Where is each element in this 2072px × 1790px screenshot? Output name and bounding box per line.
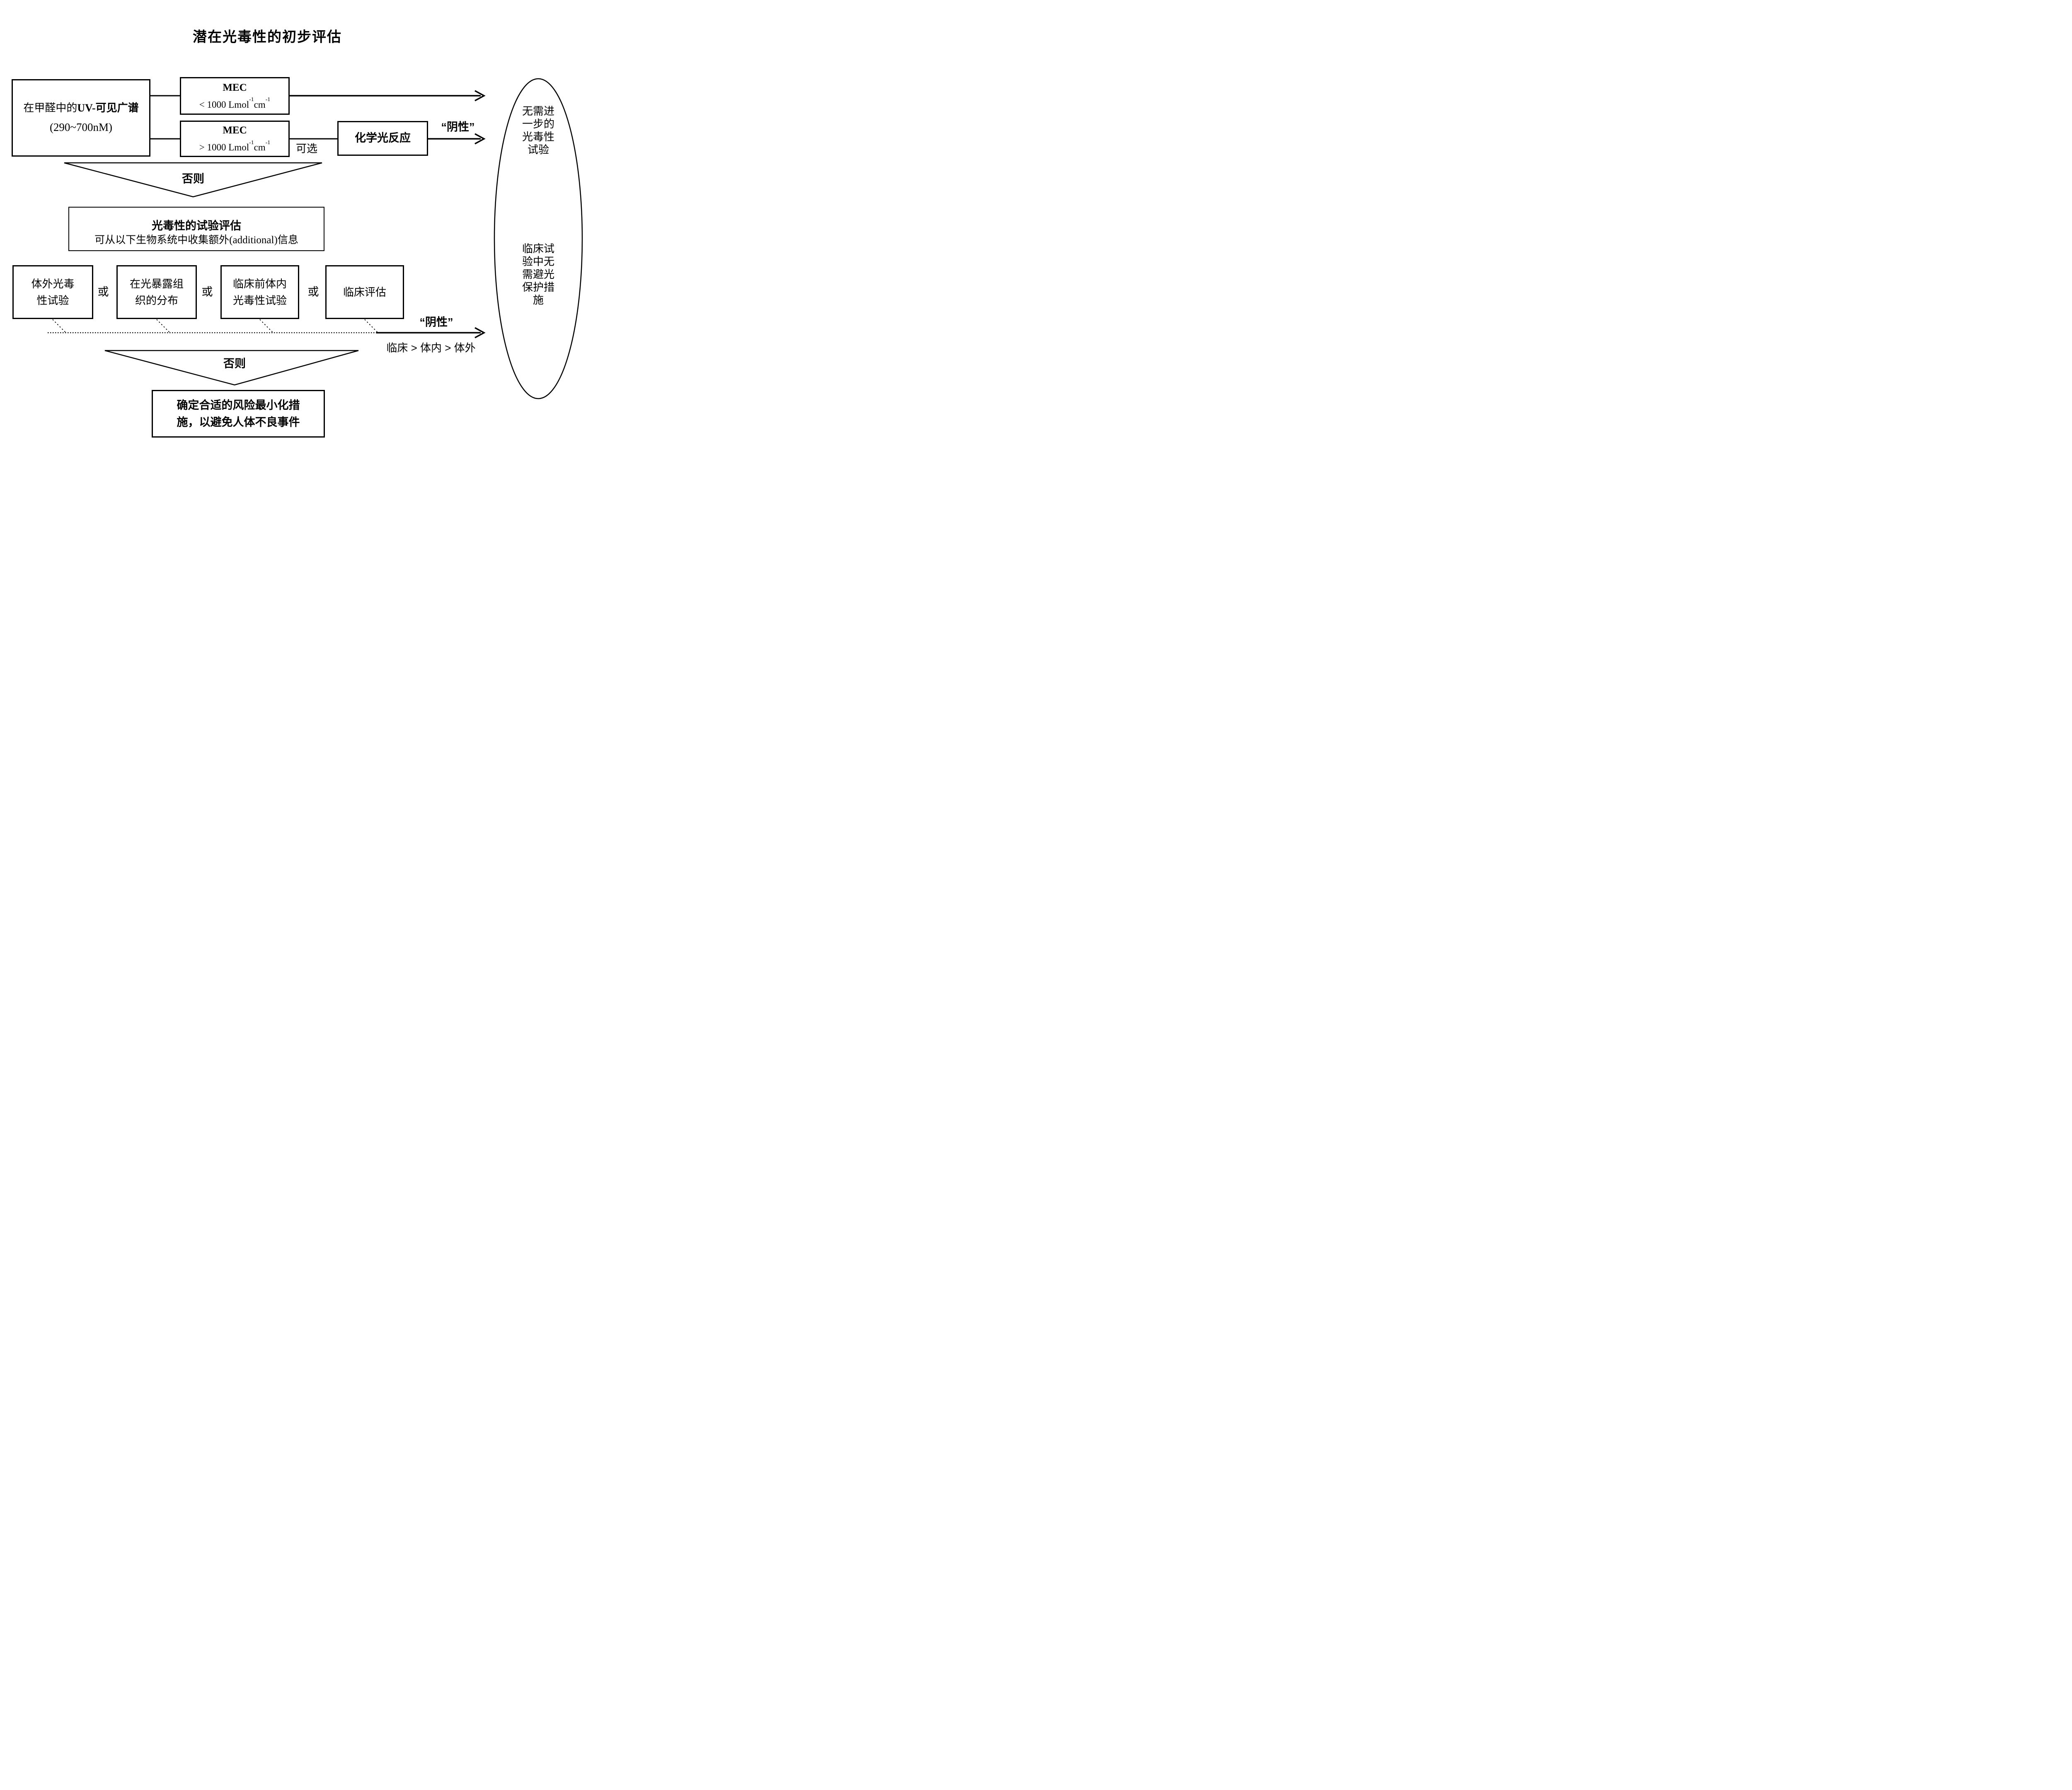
assessment-box: 光毒性的试验评估 可从以下生物系统中收集额外(additional)信息 bbox=[68, 207, 324, 251]
uv-spectrum-box: 在甲醛中的UV-可见广谱 (290~700nM) bbox=[12, 79, 150, 157]
assessment-subtitle-cn1: 可从以下生物系统中收集额外 bbox=[94, 234, 230, 246]
triangle-otherwise-bottom bbox=[104, 350, 359, 386]
otherwise-label-top: 否则 bbox=[182, 172, 204, 185]
page-title: 潜在光毒性的初步评估 bbox=[193, 29, 342, 45]
option-0-line2: 性试验 bbox=[36, 294, 69, 307]
ellipse-g1-line3: 光毒性 bbox=[522, 131, 555, 143]
ellipse-g2-line2: 验中无 bbox=[522, 255, 555, 268]
ellipse-g1-line1: 无需进 bbox=[522, 105, 555, 117]
priority-label: 临床 > 体内 > 体外 bbox=[386, 341, 476, 354]
mec-high-title: MEC bbox=[223, 125, 247, 136]
dotted-line-option-3 bbox=[364, 319, 378, 333]
risk-minimization-box: 确定合适的风险最小化措 施，以避免人体不良事件 bbox=[152, 390, 325, 438]
photo-reaction-box: 化学光反应 bbox=[337, 121, 428, 156]
mec-low-sup1: -1 bbox=[249, 96, 254, 103]
option-0-line1: 体外光毒 bbox=[31, 278, 75, 290]
uv-line1-bold: 可见广谱 bbox=[95, 101, 139, 114]
mec-low-box: MEC < 1000 Lmol-1cm-1 bbox=[180, 77, 290, 115]
arrowhead-mec-low bbox=[474, 90, 486, 102]
uv-spectrum-range: (290~700nM) bbox=[49, 121, 113, 134]
ellipse-text-no-further-testing: 无需进 一步的 光毒性 试验 bbox=[522, 105, 554, 156]
option-1-line2: 织的分布 bbox=[135, 294, 178, 307]
or-label-2: 或 bbox=[201, 285, 213, 298]
ellipse-g1-line2: 一步的 bbox=[522, 118, 555, 130]
uv-line1-regular: 在甲醛中的 bbox=[23, 101, 77, 114]
option-3-line1: 临床评估 bbox=[343, 286, 386, 298]
connector-layer bbox=[48, 78, 583, 399]
risk-box-line1: 确定合适的风险最小化措 bbox=[177, 399, 300, 411]
ellipse-text-no-light-protection: 临床试 验中无 需避光 保护措 施 bbox=[522, 242, 554, 307]
otherwise-label-bottom: 否则 bbox=[223, 357, 246, 370]
mec-low-title: MEC bbox=[223, 82, 247, 93]
mec-high-sup1: -1 bbox=[249, 139, 254, 145]
dotted-line-option-2 bbox=[259, 319, 273, 333]
option-2-line1: 临床前体内 bbox=[232, 278, 287, 290]
or-label-1: 或 bbox=[97, 285, 109, 298]
option-box-distribution: 在光暴露组 织的分布 bbox=[116, 265, 197, 319]
phototoxicity-flowchart: 潜在光毒性的初步评估 在甲醛中的UV-可见广谱 (290~700nM) MEC … bbox=[0, 0, 597, 448]
uv-line1-latin: UV- bbox=[77, 102, 96, 114]
mec-low-unit: cm bbox=[254, 99, 266, 110]
triangle-otherwise-top bbox=[64, 162, 322, 198]
negative-result-label-bottom: “阴性” bbox=[419, 316, 453, 329]
dotted-line-option-0 bbox=[52, 319, 66, 333]
ellipse-g2-line4: 保护措 bbox=[522, 281, 555, 293]
assessment-title: 光毒性的试验评估 bbox=[152, 220, 241, 232]
mec-low-value: < 1000 Lmol-1cm-1 bbox=[199, 96, 271, 111]
assessment-subtitle-cn2: 信息 bbox=[277, 234, 298, 246]
no-further-testing-ellipse bbox=[494, 78, 583, 399]
ellipse-g2-line5: 施 bbox=[533, 294, 544, 306]
option-box-preclinical: 临床前体内 光毒性试验 bbox=[220, 265, 299, 319]
assessment-subtitle: 可从以下生物系统中收集额外(additional)信息 bbox=[94, 233, 298, 247]
option-box-invitro: 体外光毒 性试验 bbox=[12, 265, 93, 319]
ellipse-g2-line1: 临床试 bbox=[522, 242, 555, 255]
mec-high-unit: cm bbox=[254, 142, 266, 153]
option-box-clinical: 临床评估 bbox=[325, 265, 404, 319]
mec-high-box: MEC > 1000 Lmol-1cm-1 bbox=[180, 121, 290, 157]
ellipse-g2-line3: 需避光 bbox=[522, 268, 555, 281]
negative-result-label-top: “阴性” bbox=[441, 121, 475, 133]
arrowhead-photoreaction bbox=[474, 133, 486, 145]
mec-low-sup2: -1 bbox=[265, 96, 271, 103]
arrowhead-negative-bottom bbox=[474, 327, 486, 339]
optional-label: 可选 bbox=[295, 142, 318, 155]
option-1-line1: 在光暴露组 bbox=[129, 278, 184, 290]
or-label-3: 或 bbox=[307, 285, 319, 298]
photo-reaction-label: 化学光反应 bbox=[355, 132, 411, 145]
option-2-line2: 光毒性试验 bbox=[232, 294, 287, 307]
mec-low-prefix: < 1000 Lmol bbox=[199, 99, 249, 110]
ellipse-g1-line4: 试验 bbox=[527, 143, 549, 156]
uv-spectrum-line1: 在甲醛中的UV-可见广谱 bbox=[23, 101, 138, 115]
mec-high-value: > 1000 Lmol-1cm-1 bbox=[199, 139, 271, 154]
risk-box-line2: 施，以避免人体不良事件 bbox=[177, 416, 300, 428]
dotted-line-option-1 bbox=[156, 319, 170, 333]
mec-high-prefix: > 1000 Lmol bbox=[199, 142, 249, 153]
assessment-subtitle-latin: (additional) bbox=[229, 235, 278, 246]
mec-high-sup2: -1 bbox=[265, 139, 271, 145]
